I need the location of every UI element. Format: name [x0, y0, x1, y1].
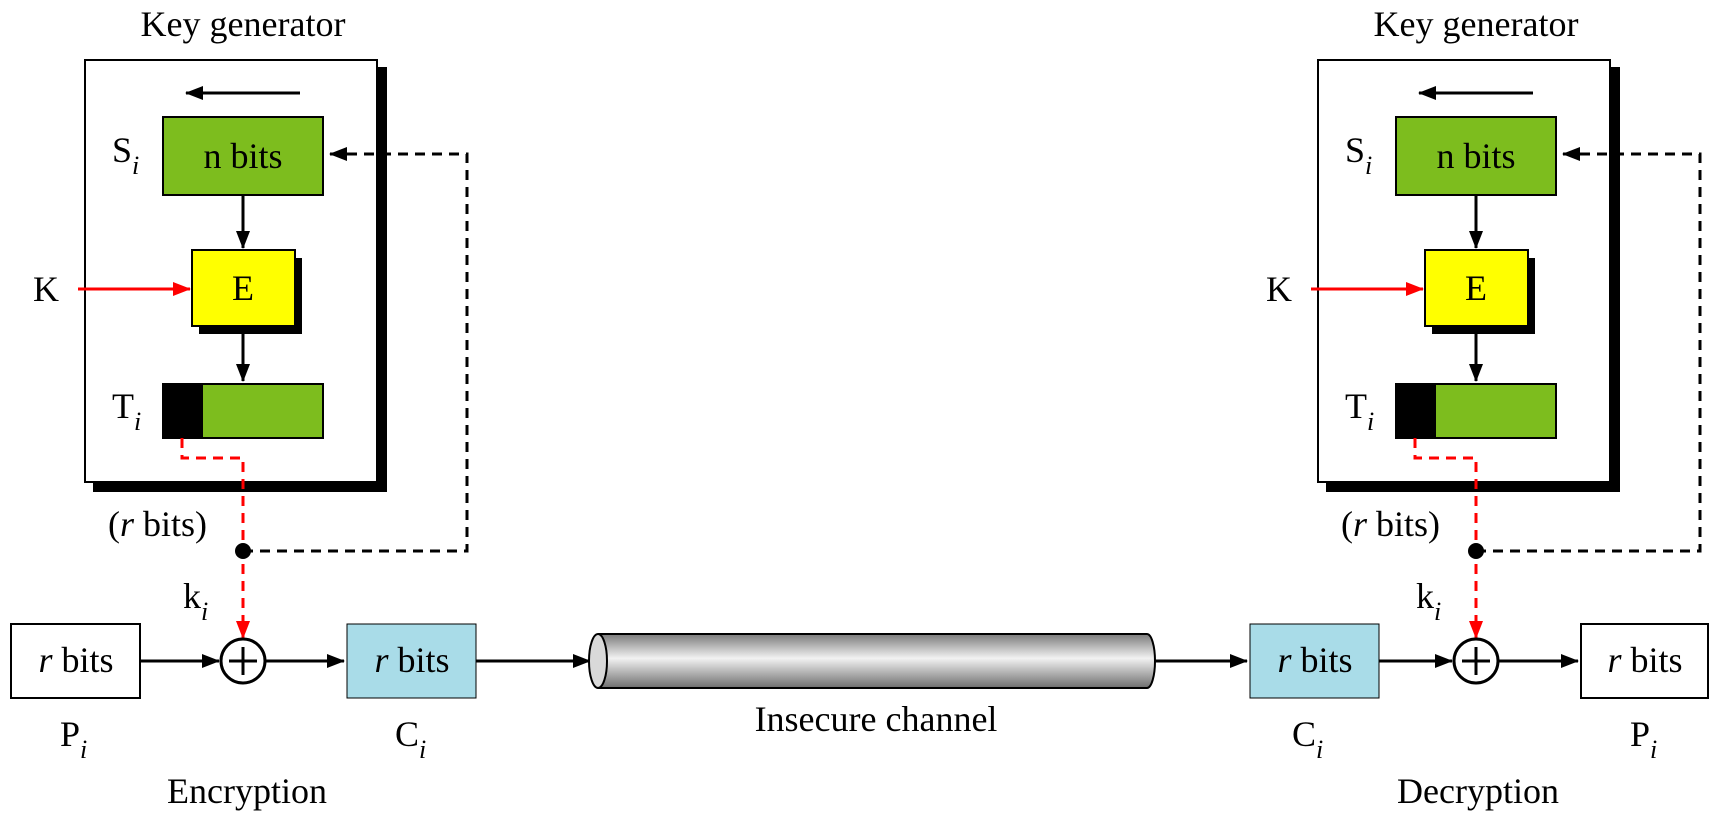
t-register-label: Ti	[112, 386, 141, 436]
ciphertext-r-bits-label: r bits	[374, 640, 449, 680]
channel-pipe	[598, 633, 1156, 689]
encryption-row: r bits Pi r bits Ci Encryption	[10, 623, 591, 811]
plaintext-p-label: Pi	[60, 714, 87, 764]
key-generator-title: Key generator	[141, 4, 346, 44]
insecure-channel: Insecure channel	[588, 633, 1248, 739]
plaintext-box	[1580, 623, 1709, 699]
s-register-label: Si	[1345, 130, 1372, 180]
key-k-label: K	[1266, 269, 1292, 309]
plaintext-p-label: Pi	[1630, 714, 1657, 764]
t-register-label: Ti	[1345, 386, 1374, 436]
e-label: E	[1465, 268, 1487, 308]
ciphertext-c-label: Ci	[1292, 714, 1323, 764]
decryption-key-generator: Key generator Si n bits K E Ti (r bits) …	[1266, 4, 1702, 639]
encryption-key-generator: Key generator Si n bits K E Ti (r bits) …	[33, 4, 469, 639]
e-label: E	[232, 268, 254, 308]
ciphertext-box	[1249, 623, 1380, 699]
feedback-junction-dot	[235, 543, 251, 559]
block-cipher-e-box	[191, 249, 296, 327]
leftmost-r-bits-block	[163, 384, 203, 438]
feedback-path	[1476, 147, 1702, 553]
key-k-label: K	[33, 269, 59, 309]
keystream-k-label: ki	[1416, 576, 1441, 626]
ciphertext-c-label: Ci	[395, 714, 426, 764]
channel-pipe-end	[588, 633, 608, 689]
r-bits-label: (r bits)	[108, 504, 207, 544]
plaintext-box	[10, 623, 141, 699]
insecure-channel-label: Insecure channel	[755, 699, 998, 739]
plaintext-r-bits-label: r bits	[38, 640, 113, 680]
ciphertext-box	[346, 623, 477, 699]
n-bits-label: n bits	[203, 136, 282, 176]
plaintext-r-bits-label: r bits	[1607, 640, 1682, 680]
key-generator-title: Key generator	[1374, 4, 1579, 44]
keystream-k-label: ki	[183, 576, 208, 626]
s-register-label: Si	[112, 130, 139, 180]
r-bits-label: (r bits)	[1341, 504, 1440, 544]
n-bits-label: n bits	[1436, 136, 1515, 176]
block-cipher-e-box	[1424, 249, 1529, 327]
decryption-caption: Decryption	[1397, 771, 1559, 811]
shift-register-box	[162, 116, 324, 196]
leftmost-r-bits-block	[1396, 384, 1436, 438]
decryption-row: r bits Ci r bits Pi Decryption	[1249, 623, 1709, 811]
feedback-junction-dot	[1468, 543, 1484, 559]
feedback-path	[243, 147, 469, 553]
encryption-caption: Encryption	[167, 771, 327, 811]
ciphertext-r-bits-label: r bits	[1277, 640, 1352, 680]
